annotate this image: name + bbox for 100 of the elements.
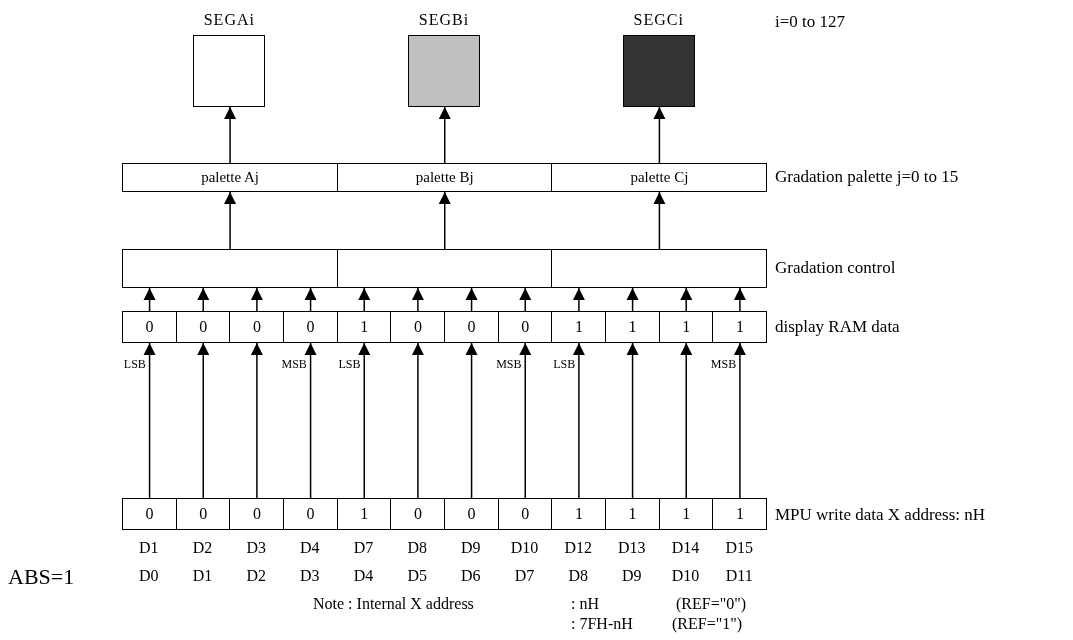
arrow	[143, 342, 156, 499]
note-text: : nH	[571, 594, 599, 614]
arrow	[250, 342, 263, 499]
arrow	[733, 342, 746, 499]
row-label: display RAM data	[775, 317, 900, 337]
arrow	[411, 342, 424, 499]
control-cell	[122, 249, 339, 288]
bit-cell: 0	[497, 498, 553, 530]
bit-name-label: D5	[407, 566, 427, 586]
bit-order-label: LSB	[338, 357, 361, 371]
bit-cell: 0	[122, 498, 178, 530]
bit-cell: 1	[336, 311, 392, 343]
bit-name-label: D2	[192, 538, 213, 558]
arrow	[304, 342, 317, 499]
bit-cell: 0	[229, 498, 285, 530]
palette-cell: palette Cj	[551, 163, 768, 192]
bit-cell: 0	[175, 498, 231, 530]
bit-cell: 1	[712, 311, 768, 343]
arrow	[224, 106, 237, 164]
bit-cell: 1	[605, 311, 661, 343]
bit-name-label: D4	[353, 566, 374, 586]
bit-name-label: D4	[300, 538, 320, 558]
bit-name-label: D9	[622, 566, 642, 586]
bit-name-label: D14	[671, 538, 700, 558]
bit-name-label: D0	[139, 566, 159, 586]
bit-name-label: D10	[510, 538, 539, 558]
bit-order-label: MSB	[710, 357, 737, 371]
segment-label: SEGCi	[633, 10, 684, 30]
arrow	[358, 342, 371, 499]
arrow	[653, 106, 666, 164]
row-label: MPU write data X address: nH	[775, 505, 986, 525]
bit-cell: 1	[605, 498, 661, 530]
arrow	[572, 342, 585, 499]
note-text: Note : Internal X address	[313, 594, 474, 614]
bit-name-label: D13	[618, 538, 646, 558]
row-label: Gradation palette j=0 to 15	[775, 167, 959, 187]
bit-name-label: D2	[246, 566, 266, 586]
arrow	[626, 342, 639, 499]
bit-cell: 0	[283, 498, 339, 530]
segment-label: SEGBi	[418, 10, 470, 30]
bit-order-label: LSB	[553, 357, 576, 371]
palette-cell: palette Bj	[336, 163, 553, 192]
arrow	[438, 106, 451, 164]
row-label: Gradation control	[775, 258, 896, 278]
bit-name-label: D10	[671, 566, 700, 586]
arrow	[304, 287, 317, 312]
bit-cell: 0	[175, 311, 231, 343]
bit-name-label: D3	[300, 566, 320, 586]
note-text: (REF="1")	[672, 614, 743, 634]
arrow	[519, 342, 532, 499]
bit-cell: 0	[390, 311, 446, 343]
bit-name-label: D11	[725, 566, 753, 586]
arrow	[411, 287, 424, 312]
arrow	[680, 287, 693, 312]
note-text: : 7FH-nH	[571, 614, 633, 634]
bit-cell: 0	[444, 311, 500, 343]
bit-cell: 1	[551, 311, 607, 343]
palette-cell: palette Aj	[122, 163, 339, 192]
arrow	[733, 287, 746, 312]
note-text: (REF="0")	[676, 594, 747, 614]
row-label: i=0 to 127	[775, 12, 846, 32]
bit-order-label: MSB	[496, 357, 522, 371]
bit-cell: 0	[444, 498, 500, 530]
arrow	[465, 342, 478, 499]
bit-name-label: D6	[461, 566, 481, 586]
bit-cell: 1	[336, 498, 392, 530]
arrow	[224, 191, 237, 250]
arrow	[197, 287, 210, 312]
arrow	[626, 287, 639, 312]
row-label: ABS=1	[8, 564, 75, 590]
arrow	[572, 287, 585, 312]
bit-name-label: D15	[725, 538, 753, 558]
bit-cell: 1	[551, 498, 607, 530]
arrow	[143, 287, 156, 312]
bit-cell: 0	[390, 498, 446, 530]
bit-name-label: D12	[564, 538, 592, 558]
control-cell	[336, 249, 553, 288]
bit-cell: 0	[229, 311, 285, 343]
control-cell	[551, 249, 768, 288]
bit-cell: 0	[283, 311, 339, 343]
bit-name-label: D8	[407, 538, 427, 558]
bit-name-label: D7	[353, 538, 374, 558]
bit-order-label: LSB	[123, 357, 146, 371]
arrow	[465, 287, 478, 312]
bit-name-label: D9	[461, 538, 481, 558]
bit-name-label: D3	[246, 538, 266, 558]
bit-name-label: D1	[192, 566, 213, 586]
bit-cell: 0	[122, 311, 178, 343]
arrow	[438, 191, 451, 250]
arrow	[653, 191, 666, 250]
bit-name-label: D1	[139, 538, 159, 558]
arrow	[197, 342, 210, 499]
bit-cell: 1	[658, 498, 714, 530]
bit-name-label: D8	[568, 566, 588, 586]
bit-cell: 1	[712, 498, 768, 530]
bit-cell: 1	[658, 311, 714, 343]
segment-label: SEGAi	[203, 10, 255, 30]
bit-order-label: MSB	[281, 357, 307, 371]
bit-cell: 0	[497, 311, 553, 343]
arrow	[519, 287, 532, 312]
